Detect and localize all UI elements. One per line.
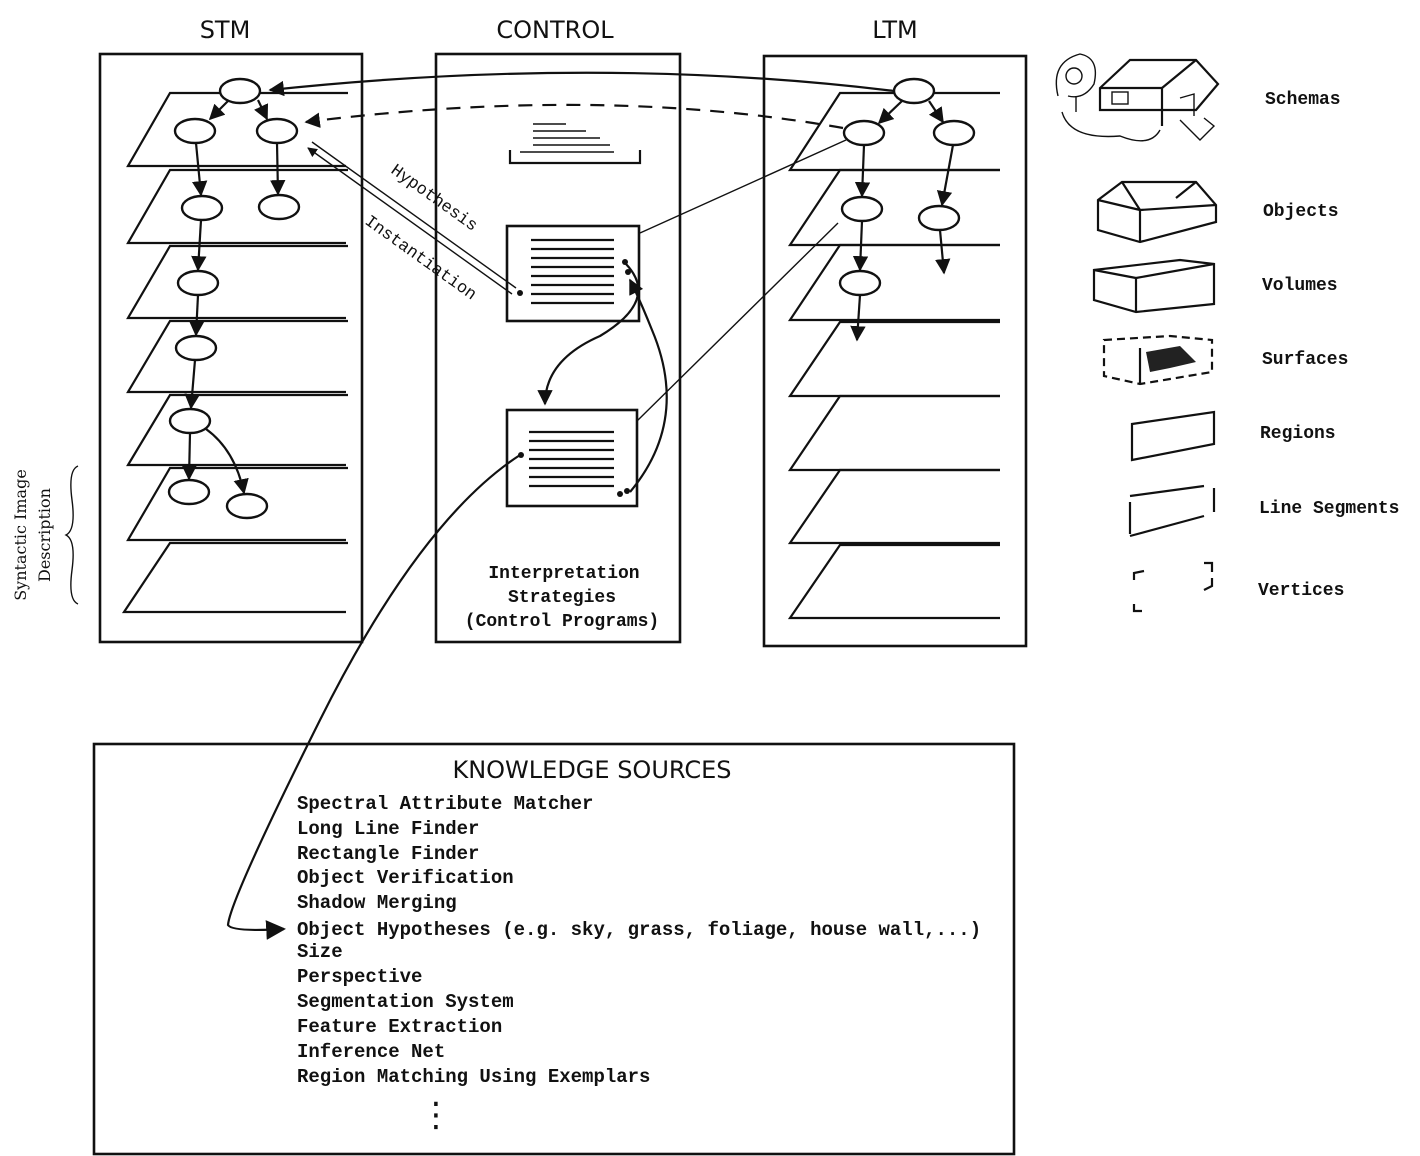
stm-edges — [181, 99, 286, 495]
ks-item-0: Spectral Attribute Matcher — [297, 793, 593, 815]
ks-item-9: Feature Extraction — [297, 1016, 502, 1038]
legend-label-objects: Objects — [1263, 202, 1339, 222]
control-to-object-hypotheses-arrow — [226, 454, 521, 940]
knowledge-sources-list: Spectral Attribute Matcher Long Line Fin… — [297, 793, 981, 1088]
stm-heading: STM — [200, 16, 251, 44]
strategies-line-2: Strategies — [508, 588, 616, 608]
ks-item-2: Rectangle Finder — [297, 843, 479, 865]
legend-label-volumes: Volumes — [1262, 276, 1338, 296]
ks-item-1: Long Line Finder — [297, 818, 479, 840]
ltm-to-stm-arc — [268, 71, 895, 97]
surface-icon — [1102, 334, 1214, 386]
syntactic-image-description: Syntactic Image Description — [11, 465, 79, 605]
side-label-line-2: Description — [35, 488, 54, 582]
knowledge-sources-title: KNOWLEDGE SOURCES — [452, 756, 731, 784]
legend-label-surfaces: Surfaces — [1262, 350, 1348, 370]
side-label-line-1: Syntactic Image — [11, 469, 30, 601]
house-scene-icon — [1055, 53, 1220, 142]
control-panel — [434, 52, 682, 644]
ks-item-6: Size — [297, 941, 343, 963]
ks-item-5: Object Hypotheses (e.g. sky, grass, foli… — [297, 919, 981, 941]
ks-item-4: Shadow Merging — [297, 892, 457, 914]
knowledge-sources-panel — [92, 742, 1016, 1156]
legend-label-schemas: Schemas — [1265, 90, 1341, 110]
ltm-edges — [850, 100, 955, 342]
box-volume-icon — [1092, 258, 1216, 314]
stm-planes — [121, 91, 348, 614]
legend-label-line-segments: Line Segments — [1259, 499, 1399, 519]
ks-item-3: Object Verification — [297, 867, 514, 889]
strategies-line-3: (Control Programs) — [465, 612, 659, 632]
control-to-ltm-link-2 — [636, 222, 839, 422]
hypothesis-label: Hypothesis — [387, 161, 481, 236]
ks-item-8: Segmentation System — [297, 991, 514, 1013]
hypothesis-arrow-line-a — [311, 141, 517, 289]
ks-item-11: Region Matching Using Exemplars — [297, 1066, 650, 1088]
ltm-to-stm-dashed-arc — [304, 103, 844, 130]
strategies-line-1: Interpretation — [488, 564, 639, 584]
ltm-heading: LTM — [872, 16, 917, 44]
ks-ellipsis: ⋮ — [419, 1095, 453, 1135]
line-segments-icon — [1128, 484, 1216, 538]
ltm-panel — [762, 54, 1028, 648]
ltm-planes — [787, 91, 1000, 620]
stm-panel — [98, 52, 364, 644]
hypothesis-arrow-line-b — [307, 147, 513, 295]
control-to-ltm-link-1 — [639, 139, 847, 234]
legend-label-vertices: Vertices — [1258, 581, 1344, 601]
side-label-brace — [64, 465, 79, 605]
control-queue — [508, 123, 642, 165]
control-program-sheet-1 — [505, 224, 641, 323]
vertices-icon — [1132, 561, 1214, 613]
ltm-nodes — [838, 77, 976, 297]
control-heading: CONTROL — [496, 16, 614, 44]
ks-item-10: Inference Net — [297, 1041, 445, 1063]
control-program-sheet-2 — [505, 408, 639, 508]
legend-label-regions: Regions — [1260, 424, 1336, 444]
control-loop-up — [629, 278, 668, 493]
house-icon — [1096, 180, 1218, 244]
region-icon — [1130, 410, 1216, 462]
stm-nodes — [167, 77, 301, 520]
ks-item-7: Perspective — [297, 966, 422, 988]
